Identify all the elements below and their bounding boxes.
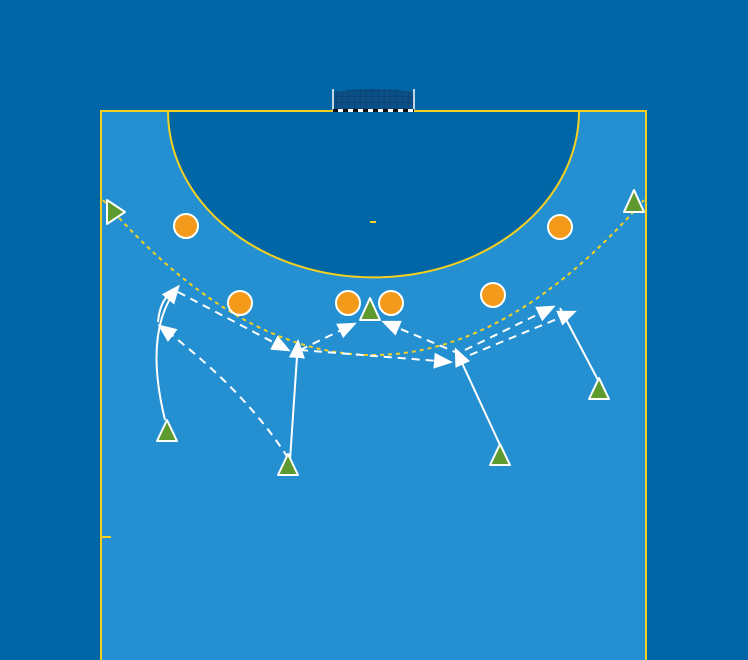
goal-area	[166, 110, 581, 279]
defender-circle-icon[interactable]	[480, 282, 506, 308]
attackers	[106, 189, 645, 476]
free-throw-line	[102, 199, 645, 356]
attacker-triangle-icon[interactable]	[277, 453, 299, 476]
pass-arrow	[177, 291, 291, 352]
run-arrow	[288, 339, 305, 461]
movement-arrows	[155, 284, 599, 461]
pass-arrow	[299, 322, 357, 351]
defenders	[173, 213, 573, 316]
pass-arrow	[157, 324, 289, 459]
defender-circle-icon[interactable]	[173, 213, 199, 239]
attacker-triangle-icon[interactable]	[588, 377, 610, 400]
attacker-triangle-icon[interactable]	[106, 199, 126, 225]
attacker-triangle-icon[interactable]	[489, 443, 511, 466]
goal-net-icon	[332, 89, 415, 112]
defender-circle-icon[interactable]	[335, 290, 361, 316]
defender-circle-icon[interactable]	[378, 290, 404, 316]
pass-arrow	[464, 305, 556, 351]
pass-arrow	[299, 349, 453, 369]
run-arrow	[155, 284, 180, 421]
defender-circle-icon[interactable]	[547, 214, 573, 240]
attacker-triangle-icon[interactable]	[359, 297, 381, 321]
run-arrow	[559, 307, 599, 381]
run-arrow	[454, 347, 501, 446]
pass-arrow	[469, 310, 577, 356]
run-arrow	[157, 291, 173, 323]
attacker-triangle-icon[interactable]	[156, 419, 178, 442]
defender-circle-icon[interactable]	[227, 290, 253, 316]
attacker-triangle-icon[interactable]	[623, 189, 645, 213]
